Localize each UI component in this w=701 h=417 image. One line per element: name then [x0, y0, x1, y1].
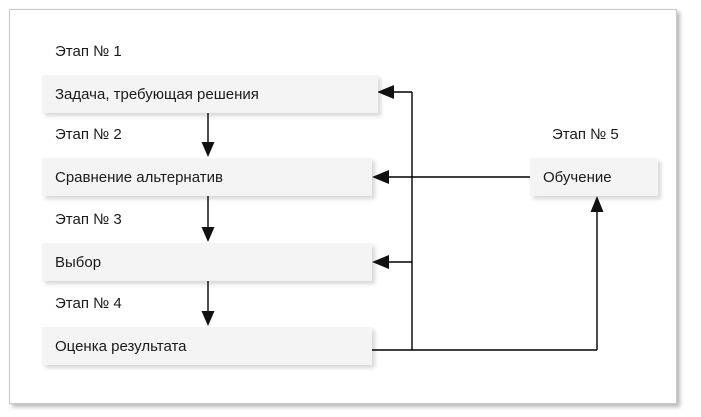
stage-box-2[interactable]: Сравнение альтернатив: [42, 158, 372, 196]
stage-label-2: Этап № 2: [55, 126, 122, 143]
stage-label-3: Этап № 3: [55, 211, 122, 228]
stage-label-5: Этап № 5: [552, 126, 619, 143]
stage-box-5-text: Обучение: [543, 168, 612, 186]
stage-label-4: Этап № 4: [55, 295, 122, 312]
stage-label-1: Этап № 1: [55, 43, 122, 60]
stage-box-1-text: Задача, требующая решения: [55, 85, 259, 103]
stage-box-4[interactable]: Оценка результата: [42, 327, 372, 365]
stage-box-3-text: Выбор: [55, 253, 102, 271]
stage-box-2-text: Сравнение альтернатив: [55, 168, 223, 186]
stage-box-3[interactable]: Выбор: [42, 243, 372, 281]
stage-box-4-text: Оценка результата: [55, 337, 187, 355]
stage-box-5[interactable]: Обучение: [530, 158, 658, 196]
stage-box-1[interactable]: Задача, требующая решения: [42, 75, 378, 113]
